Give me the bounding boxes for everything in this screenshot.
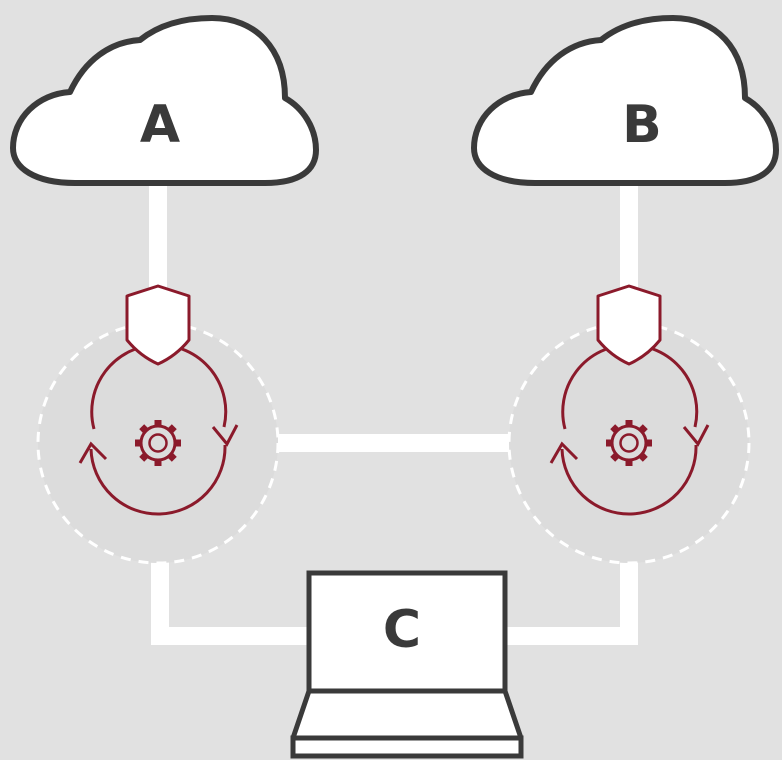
laptop-screen (306, 570, 508, 694)
gear-icon (606, 420, 652, 466)
sync-node-right (507, 284, 751, 565)
cloud-b-label: B (622, 95, 662, 155)
cloud-icon (10, 15, 319, 186)
laptop-base (290, 735, 524, 759)
connector-left-c (151, 562, 308, 645)
sync-arrow-right-icon (211, 424, 239, 447)
gear-icon (135, 420, 181, 466)
connector-right-c (505, 562, 638, 645)
connectors (149, 185, 638, 645)
sync-arrow-right-icon (682, 424, 710, 447)
cloud-icon (471, 15, 779, 186)
sync-arc-bottom (560, 444, 698, 516)
laptop-c-label: C (383, 600, 421, 660)
cloud-b: B (471, 15, 779, 186)
shield-icon (596, 284, 662, 366)
cloud-a-label: A (140, 95, 180, 155)
laptop-c: C (290, 570, 524, 759)
cloud-a: A (10, 15, 319, 186)
shield-icon (125, 284, 191, 366)
sync-arrow-left-icon (78, 441, 108, 464)
sync-arc-bottom (89, 444, 227, 516)
laptop-keyboard (290, 688, 524, 741)
sync-node-left (36, 284, 280, 565)
sync-arrow-left-icon (549, 441, 579, 464)
